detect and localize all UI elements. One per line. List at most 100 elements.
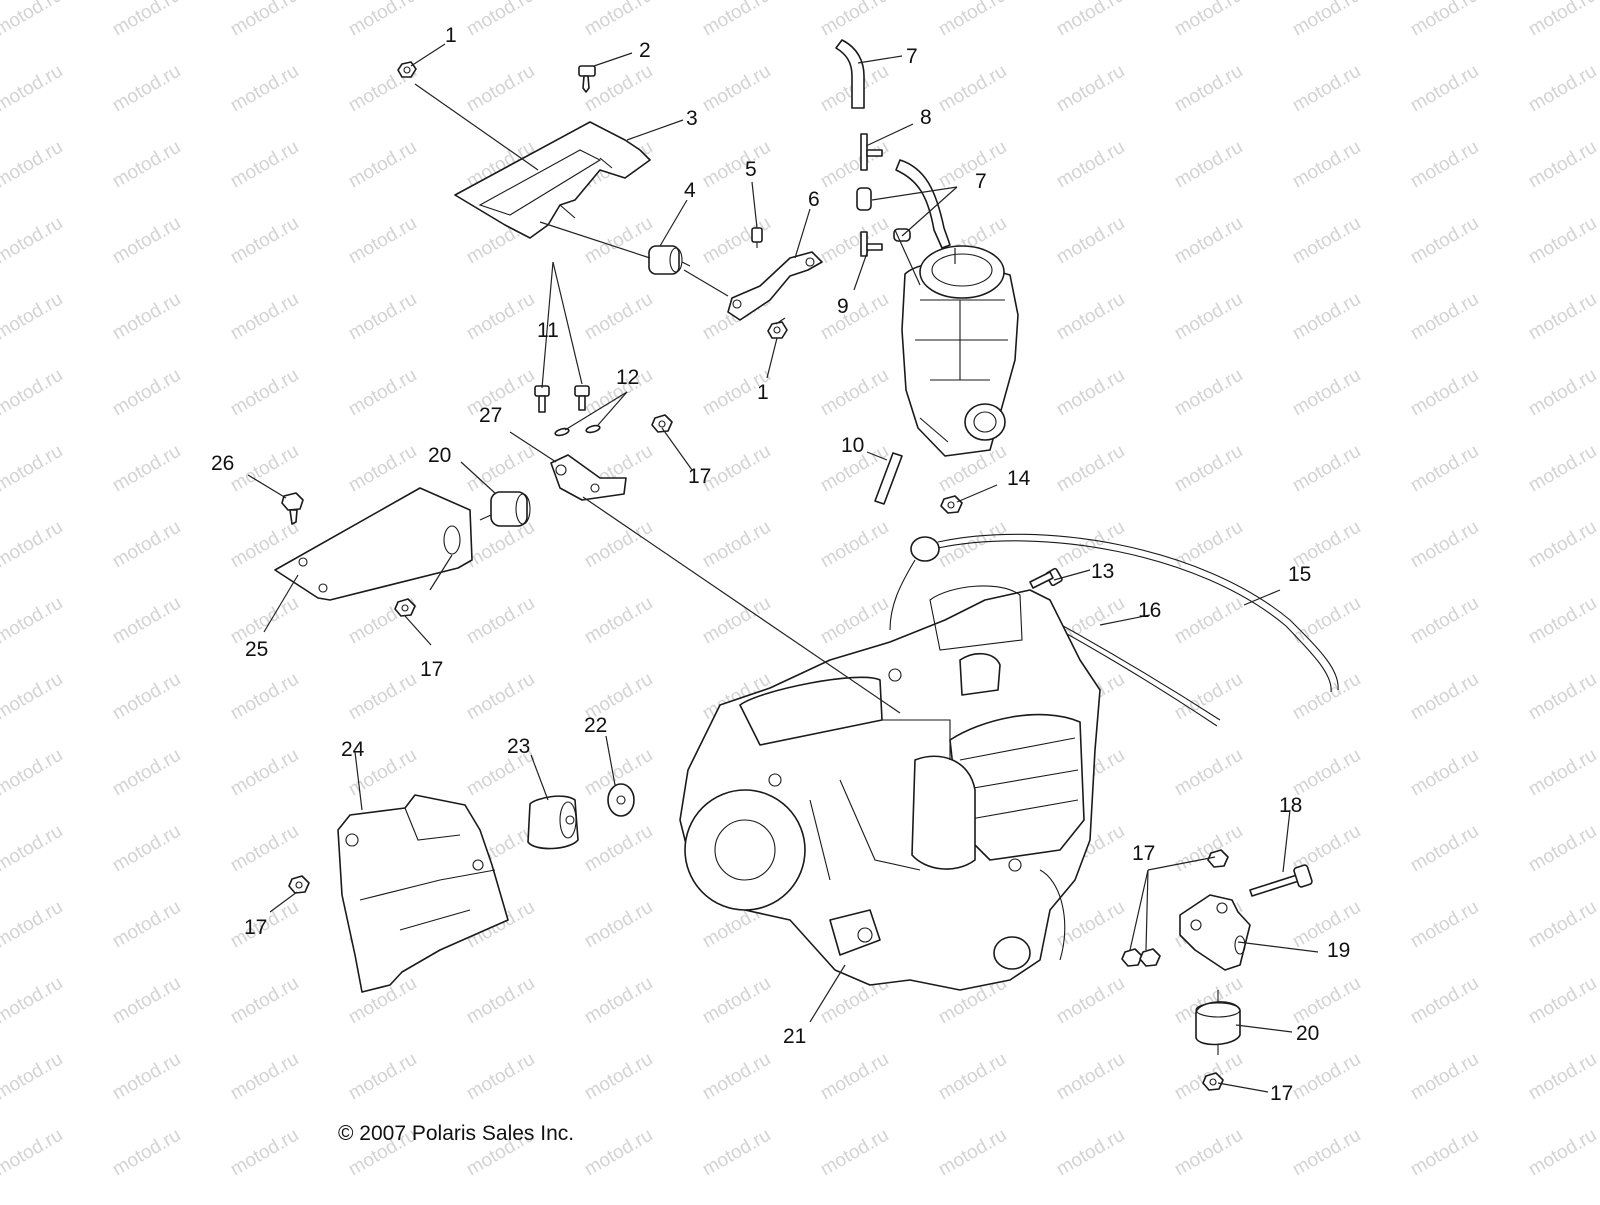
- watermark-text: motod.ru: [109, 1049, 184, 1105]
- callout-25: 25: [245, 638, 268, 661]
- watermark-text: motod.ru: [935, 517, 1010, 573]
- watermark-text: motod.ru: [109, 517, 184, 573]
- part-22-washer: [607, 783, 635, 817]
- watermark-text: motod.ru: [1407, 517, 1482, 573]
- part-20-rubber-mount-top: [479, 491, 531, 527]
- watermark-text: motod.ru: [817, 0, 892, 40]
- part-2-bolt: [578, 65, 596, 93]
- watermark-text: motod.ru: [227, 669, 302, 725]
- watermark-text: motod.ru: [227, 365, 302, 421]
- copyright-notice: © 2007 Polaris Sales Inc.: [338, 1122, 575, 1145]
- watermark-text: motod.ru: [227, 0, 302, 40]
- watermark-text: motod.ru: [1525, 1049, 1600, 1105]
- part-3-bracket: [454, 121, 651, 239]
- part-6-plate: [727, 251, 823, 321]
- watermark-text: motod.ru: [1171, 821, 1246, 877]
- watermark-text: motod.ru: [1407, 821, 1482, 877]
- part-27-bracket: [550, 454, 627, 501]
- watermark-text: motod.ru: [1407, 1125, 1482, 1181]
- watermark-text: motod.ru: [463, 61, 538, 117]
- watermark-text: motod.ru: [1289, 213, 1364, 269]
- part-17-nut-d: [1121, 849, 1229, 967]
- watermark-text: motod.ru: [817, 1049, 892, 1105]
- watermark-text: motod.ru: [109, 1125, 184, 1181]
- watermark-text: motod.ru: [817, 1125, 892, 1181]
- watermark-text: motod.ru: [227, 137, 302, 193]
- watermark-text: motod.ru: [109, 289, 184, 345]
- watermark-text: motod.ru: [1407, 897, 1482, 953]
- watermark-text: motod.ru: [1525, 441, 1600, 497]
- watermark-text: motod.ru: [109, 593, 184, 649]
- watermark-text: motod.ru: [1289, 669, 1364, 725]
- watermark-text: motod.ru: [109, 0, 184, 40]
- watermark-text: motod.ru: [1053, 1125, 1128, 1181]
- watermark-text: motod.ru: [581, 1125, 656, 1181]
- watermark-text: motod.ru: [109, 821, 184, 877]
- watermark-text: motod.ru: [1407, 137, 1482, 193]
- callout-17: 17: [244, 916, 267, 939]
- watermark-text: motod.ru: [0, 289, 66, 345]
- callout-17: 17: [1132, 842, 1155, 865]
- watermark-text: motod.ru: [1053, 1049, 1128, 1105]
- watermark-text: motod.ru: [1407, 745, 1482, 801]
- watermark-text: motod.ru: [935, 1125, 1010, 1181]
- callout-numbers: 1 2 3 4 5 6 7 8 7 9 1 11 12 27 17 10 14 …: [211, 24, 1350, 1105]
- watermark-text: motod.ru: [345, 213, 420, 269]
- part-4-rubber-mount: [648, 245, 691, 275]
- watermark-text: motod.ru: [1525, 1125, 1600, 1181]
- part-12-clips: [554, 424, 601, 437]
- watermark-text: motod.ru: [1407, 441, 1482, 497]
- part-17-nut-b: [394, 598, 416, 617]
- watermark-text: motod.ru: [1171, 0, 1246, 40]
- part-17-nut-c: [288, 875, 310, 894]
- watermark-text: motod.ru: [1053, 441, 1128, 497]
- part-15-cable: [889, 533, 1339, 693]
- callout-3: 3: [686, 107, 698, 130]
- callout-24: 24: [341, 738, 365, 761]
- watermark-text: motod.ru: [699, 0, 774, 40]
- watermark-text: motod.ru: [1407, 289, 1482, 345]
- watermark-text: motod.ru: [0, 213, 66, 269]
- watermark-text: motod.ru: [1171, 289, 1246, 345]
- watermark-text: motod.ru: [0, 441, 66, 497]
- watermark-text: motod.ru: [463, 593, 538, 649]
- watermark-text: motod.ru: [581, 289, 656, 345]
- callout-22: 22: [584, 714, 607, 737]
- watermark-text: motod.ru: [227, 61, 302, 117]
- watermark-text: motod.ru: [463, 1049, 538, 1105]
- watermark-text: motod.ru: [1171, 745, 1246, 801]
- callout-5: 5: [745, 158, 757, 181]
- watermark-text: motod.ru: [0, 593, 66, 649]
- watermark-text: motod.ru: [0, 973, 66, 1029]
- watermark-text: motod.ru: [227, 1049, 302, 1105]
- watermark-text: motod.ru: [109, 745, 184, 801]
- watermark-text: motod.ru: [0, 365, 66, 421]
- part-26-bolt: [281, 492, 304, 525]
- watermark-text: motod.ru: [817, 593, 892, 649]
- watermark-text: motod.ru: [227, 441, 302, 497]
- watermark-text: motod.ru: [227, 745, 302, 801]
- watermark-text: motod.ru: [1525, 517, 1600, 573]
- watermark-text: motod.ru: [109, 365, 184, 421]
- watermark-text: motod.ru: [109, 973, 184, 1029]
- watermark-text: motod.ru: [1525, 0, 1600, 40]
- callout-13: 13: [1091, 560, 1114, 583]
- watermark-text: motod.ru: [345, 289, 420, 345]
- watermark-text: motod.ru: [817, 365, 892, 421]
- watermark-text: motod.ru: [1525, 897, 1600, 953]
- watermark-text: motod.ru: [1525, 593, 1600, 649]
- watermark-text: motod.ru: [1289, 137, 1364, 193]
- watermark-text: motod.ru: [581, 213, 656, 269]
- watermark-text: motod.ru: [1525, 821, 1600, 877]
- callout-8: 8: [920, 106, 932, 129]
- callout-16: 16: [1138, 599, 1161, 622]
- watermark-text: motod.ru: [581, 0, 656, 40]
- watermark-text: motod.ru: [1171, 213, 1246, 269]
- watermark-text: motod.ru: [1053, 213, 1128, 269]
- watermark-text: motod.ru: [1289, 1049, 1364, 1105]
- watermark-text: motod.ru: [1171, 441, 1246, 497]
- callout-2: 2: [639, 39, 651, 62]
- part-24-skid-bracket: [337, 794, 509, 993]
- watermark-text: motod.ru: [0, 0, 66, 40]
